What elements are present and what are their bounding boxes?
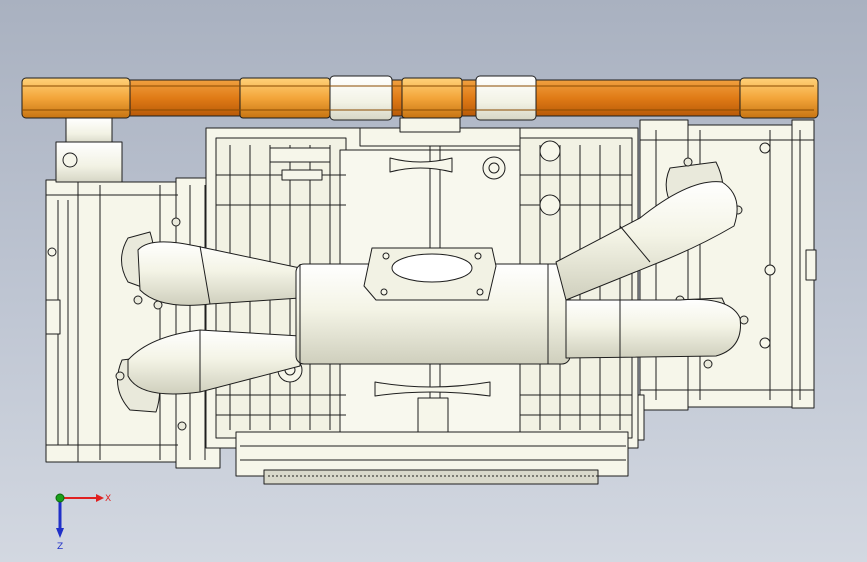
triad-z-arrow	[56, 528, 64, 538]
coordinate-triad: X Z	[55, 493, 111, 552]
triad-x-arrow	[96, 494, 104, 502]
triad-x-label: X	[105, 494, 111, 504]
triad-y-axis-dot	[55, 493, 65, 503]
exhaust-header-tubes	[127, 181, 741, 395]
timing-belt-assembly	[21, 75, 819, 121]
triad-z-label: Z	[57, 542, 63, 552]
flywheel-housing	[235, 431, 629, 485]
left-tensioner-pulley	[55, 117, 123, 183]
left-cylinder-block	[45, 177, 221, 469]
throttle-body-flange	[363, 247, 497, 301]
